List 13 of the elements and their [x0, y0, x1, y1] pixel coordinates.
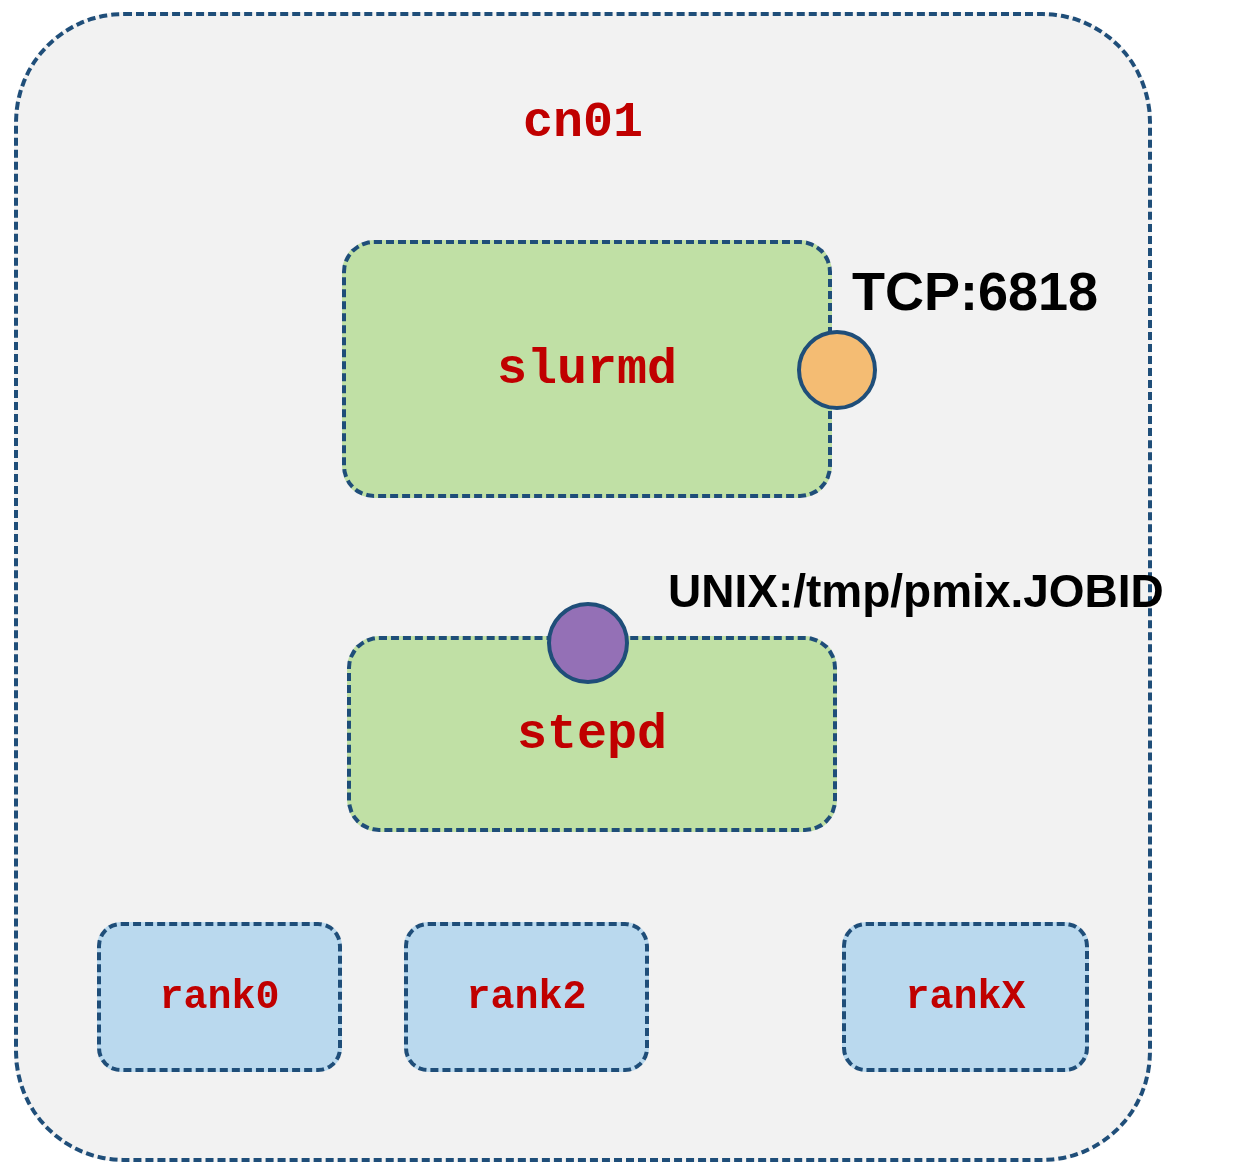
socket-label: TCP:6818: [852, 260, 1099, 323]
process-name: stepd: [517, 705, 667, 763]
socket-label: UNIX:/tmp/pmix.JOBID: [668, 564, 1164, 619]
host-name: cn01: [523, 94, 643, 151]
process-name: rank0: [159, 974, 280, 1020]
process-box: [404, 922, 649, 1072]
process-name: rank2: [466, 974, 587, 1020]
process-box: [97, 922, 342, 1072]
process-name: slurmd: [497, 340, 677, 398]
process-box: [342, 240, 832, 498]
process-box: [347, 636, 837, 832]
process-name: rankX: [905, 974, 1026, 1020]
process-box: [842, 922, 1089, 1072]
